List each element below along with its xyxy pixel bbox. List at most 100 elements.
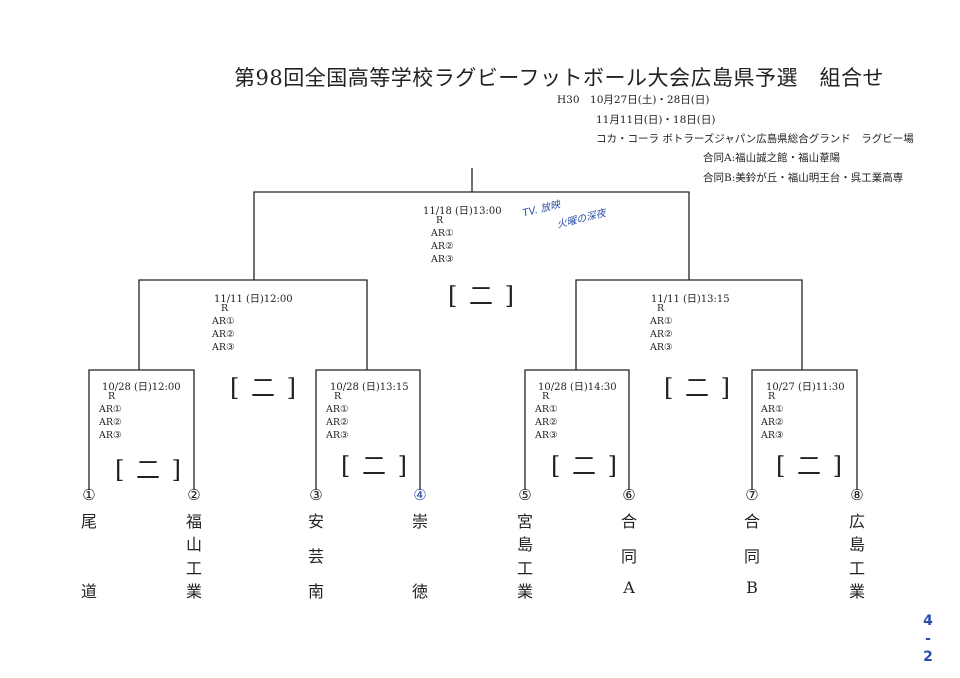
team-2-char: 工 — [185, 559, 202, 578]
bracket-qf4 — [751, 369, 858, 490]
bracket-final — [253, 191, 690, 280]
qf1-assistant-referees: AR① AR② AR③ — [99, 403, 122, 442]
bracket-semi-left — [138, 279, 368, 370]
final-match-time: 11/18 (日)13:00 — [423, 206, 502, 217]
page-title: 第98回全国高等学校ラグビーフットボール大会広島県予選 組合せ — [234, 66, 884, 90]
team-5-char: 宮 — [516, 512, 533, 531]
team-3-number: ③ — [309, 486, 323, 504]
referee-ar3: AR③ — [535, 430, 558, 441]
team-4-char: 徳 — [411, 582, 428, 601]
qf3-referees: R — [542, 390, 549, 403]
qf2-score-mark: [ 二 ] — [341, 452, 409, 480]
team-6-char: 同 — [620, 547, 637, 566]
team-5-number: ⑤ — [518, 486, 532, 504]
referee-ar1: AR① — [99, 404, 122, 415]
semi-left-assistant-referees: AR① AR② AR③ — [212, 315, 235, 354]
team-5-char: 業 — [516, 582, 533, 601]
referee-r: R — [436, 215, 444, 226]
referee-ar3: AR③ — [761, 430, 784, 441]
referee-r: R — [542, 391, 550, 402]
qf1-match-time: 10/28 (日)12:00 — [102, 382, 181, 393]
referee-ar2: AR② — [326, 417, 349, 428]
team-1-char: 道 — [80, 582, 97, 601]
qf2-referees: R — [334, 390, 341, 403]
qf3-score-mark: [ 二 ] — [551, 452, 619, 480]
referee-r: R — [108, 391, 116, 402]
referee-ar3: AR③ — [99, 430, 122, 441]
team-4-number: ④ — [413, 486, 427, 504]
qf2-assistant-referees: AR① AR② AR③ — [326, 403, 349, 442]
team-8-char: 業 — [848, 582, 865, 601]
referee-ar3: AR③ — [212, 342, 235, 353]
referee-ar3: AR③ — [650, 342, 673, 353]
team-5-char: 島 — [516, 535, 533, 554]
final-referees: R — [436, 214, 443, 227]
info-dates-2: 11月11日(日)・18日(日) — [596, 114, 716, 126]
bracket-qf1 — [88, 369, 195, 490]
team-1-char: 尾 — [80, 512, 97, 531]
referee-ar2: AR② — [431, 241, 454, 252]
team-4-char: 崇 — [411, 512, 428, 531]
referee-r: R — [657, 303, 665, 314]
bracket-semi-right — [575, 279, 803, 370]
team-3-char: 安 — [307, 512, 324, 531]
referee-ar2: AR② — [535, 417, 558, 428]
info-joint-b: 合同B:美鈴が丘・福山明王台・呉工業高専 — [703, 172, 904, 184]
team-8-char: 島 — [848, 535, 865, 554]
semi-right-referees: R — [657, 302, 664, 315]
team-6-char: A — [623, 578, 635, 597]
team-5-char: 工 — [516, 559, 533, 578]
referee-ar1: AR① — [535, 404, 558, 415]
page-number-part: - — [925, 631, 931, 647]
semi-left-score-mark: [ 二 ] — [230, 374, 298, 402]
final-score-mark: [ 二 ] — [448, 282, 516, 310]
bracket-qf3 — [524, 369, 630, 490]
page-number: 4 - 2 — [920, 612, 936, 666]
qf3-match-time: 10/28 (日)14:30 — [538, 382, 617, 393]
semi-right-match-time: 11/11 (日)13:15 — [651, 294, 730, 305]
team-2-char: 業 — [185, 582, 202, 601]
referee-ar1: AR① — [761, 404, 784, 415]
referee-ar2: AR② — [99, 417, 122, 428]
info-dates-1: H30 10月27日(土)・28日(日) — [557, 94, 710, 106]
qf2-match-time: 10/28 (日)13:15 — [330, 382, 409, 393]
team-2-char: 福 — [185, 512, 202, 531]
info-venue: コカ・コーラ ボトラーズジャパン広島県総合グランド ラグビー場 — [596, 133, 914, 145]
referee-ar2: AR② — [212, 329, 235, 340]
info-joint-a: 合同A:福山誠之館・福山葦陽 — [703, 152, 841, 164]
team-7-number: ⑦ — [745, 486, 759, 504]
semi-right-assistant-referees: AR① AR② AR③ — [650, 315, 673, 354]
qf4-score-mark: [ 二 ] — [776, 452, 844, 480]
team-6-char: 合 — [620, 512, 637, 531]
team-3-char: 南 — [307, 582, 324, 601]
team-1-number: ① — [82, 486, 96, 504]
referee-ar1: AR① — [431, 228, 454, 239]
team-6-number: ⑥ — [622, 486, 636, 504]
referee-ar1: AR① — [212, 316, 235, 327]
team-2-number: ② — [187, 486, 201, 504]
semi-left-referees: R — [221, 302, 228, 315]
page-number-part: 2 — [923, 649, 933, 665]
referee-ar3: AR③ — [431, 254, 454, 265]
final-assistant-referees: AR① AR② AR③ — [431, 227, 454, 266]
team-8-char: 広 — [848, 512, 865, 531]
qf4-assistant-referees: AR① AR② AR③ — [761, 403, 784, 442]
referee-r: R — [768, 391, 776, 402]
team-7-char: 合 — [743, 512, 760, 531]
team-2-char: 山 — [185, 535, 202, 554]
bracket-qf2 — [315, 369, 421, 490]
referee-ar1: AR① — [650, 316, 673, 327]
semi-right-score-mark: [ 二 ] — [664, 374, 732, 402]
qf1-score-mark: [ 二 ] — [115, 456, 183, 484]
referee-r: R — [221, 303, 229, 314]
qf4-match-time: 10/27 (日)11:30 — [766, 382, 845, 393]
referee-ar1: AR① — [326, 404, 349, 415]
team-7-char: 同 — [743, 547, 760, 566]
referee-ar3: AR③ — [326, 430, 349, 441]
team-8-char: 工 — [848, 559, 865, 578]
team-7-char: B — [746, 578, 758, 597]
referee-r: R — [334, 391, 342, 402]
qf3-assistant-referees: AR① AR② AR③ — [535, 403, 558, 442]
qf4-referees: R — [768, 390, 775, 403]
